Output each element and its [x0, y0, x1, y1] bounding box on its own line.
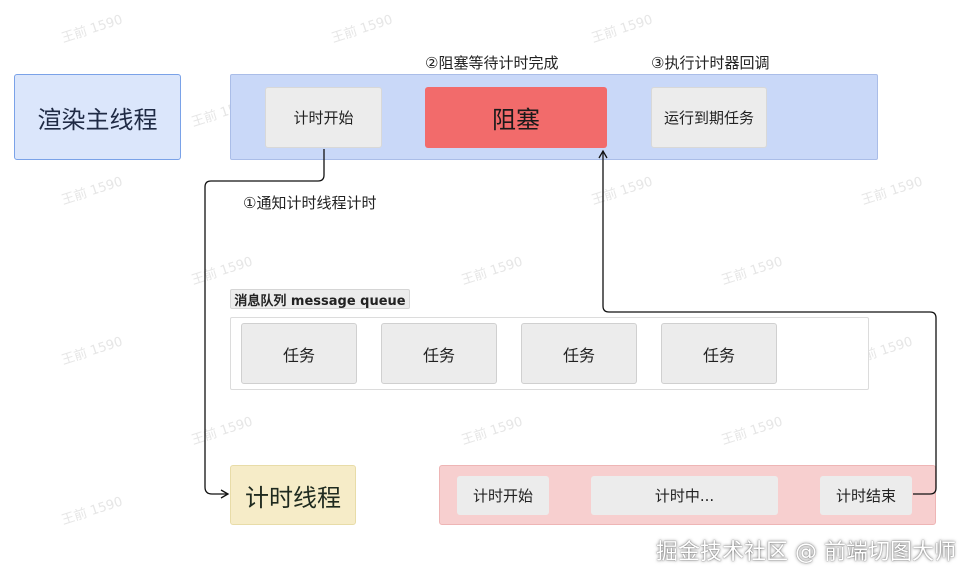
task-box: 任务 — [521, 323, 637, 384]
run-due-task-box: 运行到期任务 — [651, 87, 767, 148]
task-text: 任务 — [282, 345, 315, 365]
step-wait-label: ②阻塞等待计时完成 — [425, 54, 559, 72]
task-text: 任务 — [422, 345, 455, 365]
timer-start-text: 计时开始 — [472, 487, 533, 505]
timer-counting-box: 计时中... — [591, 476, 778, 515]
main-start-timer-box: 计时开始 — [265, 87, 382, 148]
step-notify-label: ①通知计时线程计时 — [243, 194, 377, 212]
main-thread-label-text: 渲染主线程 — [37, 105, 158, 134]
timer-end-box: 计时结束 — [820, 476, 912, 515]
task-box: 任务 — [661, 323, 777, 384]
task-box: 任务 — [381, 323, 497, 384]
step-callback-label: ③执行计时器回调 — [651, 54, 770, 72]
timer-thread-label-text: 计时线程 — [245, 483, 341, 512]
task-box: 任务 — [241, 323, 357, 384]
task-text: 任务 — [562, 345, 595, 365]
block-text: 阻塞 — [492, 106, 540, 134]
timer-start-box: 计时开始 — [457, 476, 549, 515]
run-due-task-text: 运行到期任务 — [663, 109, 754, 127]
timer-end-text: 计时结束 — [835, 487, 896, 505]
main-start-timer-text: 计时开始 — [293, 109, 354, 127]
timer-counting-text: 计时中... — [654, 487, 715, 505]
task-text: 任务 — [702, 345, 735, 365]
block-box: 阻塞 — [425, 87, 607, 148]
main-thread-label: 渲染主线程 — [14, 74, 181, 160]
callback-arrow — [598, 149, 937, 495]
timer-thread-label: 计时线程 — [230, 465, 356, 525]
notify-arrow — [204, 149, 325, 499]
message-queue-label-text: 消息队列 message queue — [234, 293, 406, 309]
message-queue-label: 消息队列 message queue — [230, 289, 410, 309]
footer-credit: 掘金技术社区 @ 前端切图大师 — [656, 540, 956, 565]
